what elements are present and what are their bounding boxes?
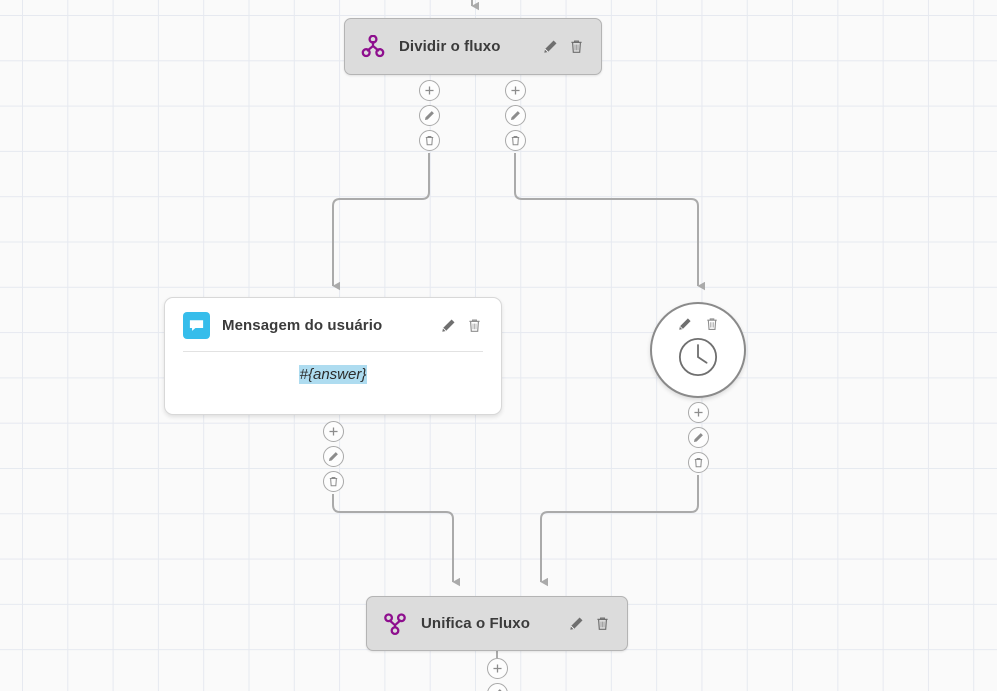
split-flow-icon (361, 35, 385, 58)
node-merge-flow[interactable]: Unifica o Fluxo (366, 596, 628, 651)
edge-split-to-user-message (332, 153, 430, 291)
connector-stack-merge[interactable] (487, 658, 508, 691)
node-user-message[interactable]: Mensagem do usuário #{answer} (164, 297, 502, 415)
edge-split-to-delay (514, 153, 705, 291)
trash-icon[interactable] (419, 130, 440, 151)
trash-icon[interactable] (568, 38, 585, 55)
trash-icon[interactable] (466, 317, 483, 334)
edge-user-message-to-merge (332, 494, 460, 587)
trash-icon[interactable] (323, 471, 344, 492)
pencil-icon[interactable] (542, 38, 559, 55)
trash-icon[interactable] (688, 452, 709, 473)
trash-icon[interactable] (505, 130, 526, 151)
pencil-icon[interactable] (323, 446, 344, 467)
connector-stack-user-message[interactable] (323, 421, 344, 492)
plus-icon[interactable] (505, 80, 526, 101)
plus-icon[interactable] (323, 421, 344, 442)
connector-stack-split-right[interactable] (505, 80, 526, 151)
node-merge-flow-title: Unifica o Fluxo (421, 615, 531, 632)
node-user-message-body: #{answer} (165, 352, 501, 402)
plus-icon[interactable] (487, 658, 508, 679)
node-split-flow[interactable]: Dividir o fluxo (344, 18, 602, 75)
answer-variable-chip: #{answer} (298, 365, 368, 384)
trash-icon[interactable] (703, 315, 720, 332)
pencil-icon[interactable] (568, 615, 585, 632)
pencil-icon[interactable] (419, 105, 440, 126)
connector-stack-delay[interactable] (688, 402, 709, 473)
pencil-icon[interactable] (688, 427, 709, 448)
clock-icon (677, 336, 719, 383)
node-delay-actions (676, 315, 720, 332)
pencil-icon[interactable] (440, 317, 457, 334)
merge-flow-icon (383, 612, 407, 636)
node-delay[interactable] (650, 302, 746, 398)
plus-icon[interactable] (688, 402, 709, 423)
edge-delay-to-merge (540, 475, 699, 587)
plus-icon[interactable] (419, 80, 440, 101)
pencil-icon[interactable] (487, 683, 508, 691)
divider (183, 351, 483, 352)
node-split-flow-title: Dividir o fluxo (399, 38, 501, 55)
pencil-icon[interactable] (505, 105, 526, 126)
trash-icon[interactable] (594, 615, 611, 632)
node-user-message-title: Mensagem do usuário (222, 317, 383, 334)
connector-stack-split-left[interactable] (419, 80, 440, 151)
pencil-icon[interactable] (676, 315, 693, 332)
chat-bubble-icon (183, 312, 210, 339)
